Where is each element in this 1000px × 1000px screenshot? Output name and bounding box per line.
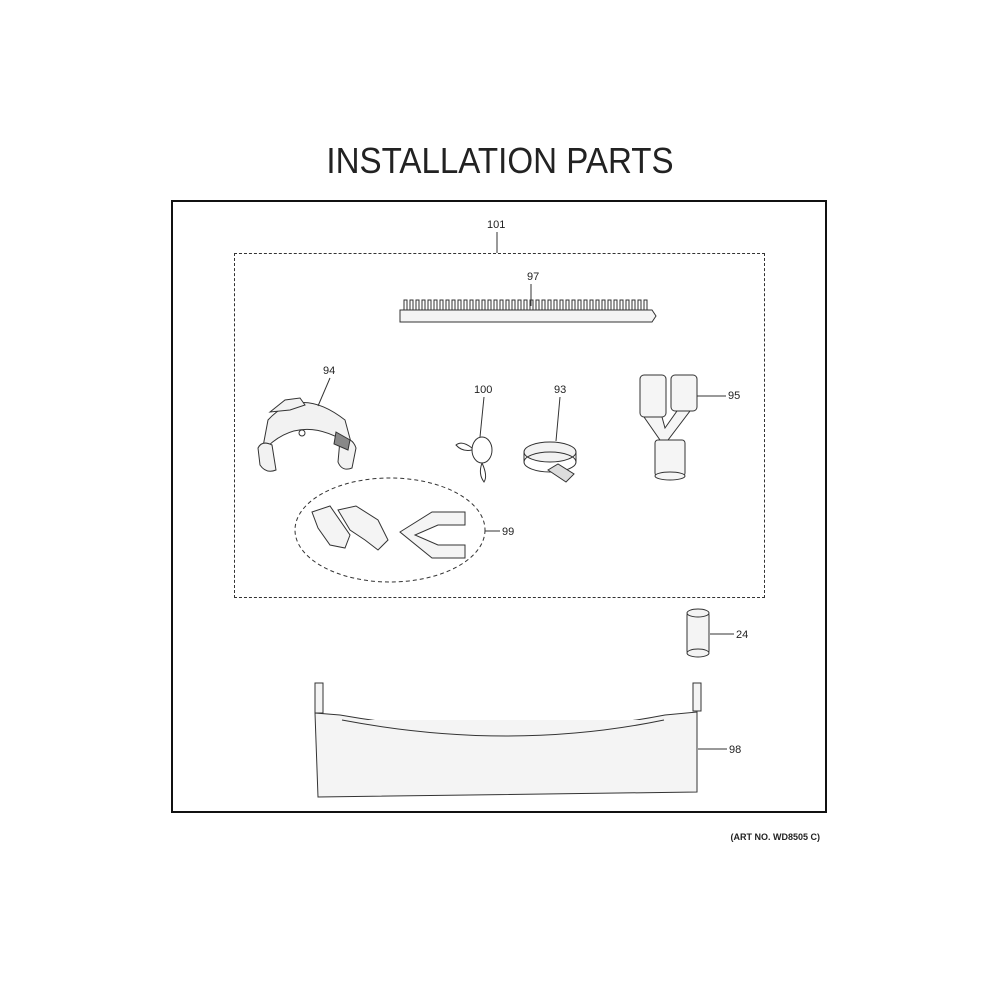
part-24-spacer	[686, 608, 710, 658]
part-95-y-connector	[639, 374, 698, 481]
callout-94: 94	[323, 365, 335, 377]
kit-dashed-boundary	[234, 253, 765, 598]
callout-100: 100	[474, 384, 492, 396]
leader-100	[479, 396, 485, 438]
part-97-comb-strip	[399, 299, 657, 323]
callout-97: 97	[527, 271, 539, 283]
part-99-group-outline	[294, 477, 486, 583]
diagram-frame	[171, 200, 827, 813]
part-98-panel	[314, 682, 702, 798]
part-100-tie	[455, 436, 493, 483]
callout-93: 93	[554, 384, 566, 396]
callout-98: 98	[729, 744, 741, 756]
leader-93	[555, 396, 561, 442]
callout-101: 101	[487, 219, 505, 231]
leader-94	[317, 377, 331, 407]
part-99-brackets	[311, 505, 466, 559]
callout-99: 99	[502, 526, 514, 538]
part-93-hose-clamp	[523, 441, 577, 483]
page-title: INSTALLATION PARTS	[326, 140, 674, 181]
callout-95: 95	[728, 390, 740, 402]
callout-24: 24	[736, 629, 748, 641]
art-number: (ART NO. WD8505 C)	[730, 832, 820, 842]
part-94-bracket	[257, 397, 357, 472]
